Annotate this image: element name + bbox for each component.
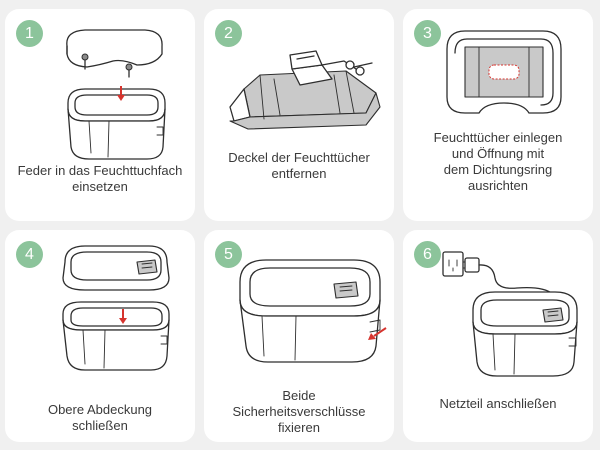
caption-line: ausrichten — [468, 178, 528, 193]
step-badge-1: 1 — [16, 20, 43, 47]
caption-line: Feuchttücher einlegen — [433, 130, 563, 145]
down-arrow-icon — [119, 309, 127, 324]
caption-line: Sicherheitsverschlüsse — [232, 404, 366, 419]
step-caption-3: Feuchttücher einlegen und Öffnung mit de… — [411, 130, 585, 194]
step-card-3: 3 Feuchttücher einlegen und Öffnung mit … — [403, 9, 593, 221]
caption-line: dem Dichtungsring — [443, 162, 553, 177]
step-caption-6: Netzteil anschließen — [411, 396, 585, 412]
caption-line: Obere Abdeckung — [47, 402, 153, 417]
caption-line: schließen — [72, 418, 128, 433]
wipes-pack-illustration — [229, 50, 381, 130]
step-caption-1: Feder in das Feuchttuchfach einsetzen — [13, 163, 187, 195]
caption-line: Netzteil anschließen — [439, 396, 557, 411]
step-card-4: 4 Obere Abdeckung schließen — [5, 230, 195, 442]
step-badge-6: 6 — [414, 241, 441, 268]
caption-line: Beide — [282, 388, 316, 403]
left-arrow-icon — [368, 327, 387, 340]
step-badge-5: 5 — [215, 241, 242, 268]
close-lid-illustration — [62, 245, 170, 371]
caption-line: und Öffnung mit — [451, 146, 545, 161]
plug-in-illustration — [442, 251, 578, 377]
spring-insert-illustration — [66, 29, 166, 160]
step-caption-2: Deckel der Feuchttücher entfernen — [212, 150, 386, 182]
caption-line: Deckel der Feuchttücher — [228, 150, 370, 165]
step-badge-2: 2 — [215, 20, 242, 47]
step-caption-4: Obere Abdeckung schließen — [13, 402, 187, 434]
step-card-2: 2 Deckel der Feuchttücher entfernen — [204, 9, 394, 221]
caption-line: Feder in das Feuchttuchfach — [17, 163, 183, 178]
down-arrow-icon — [117, 86, 125, 101]
step-card-1: 1 Feder in das Feuchttuchfach einsetzen — [5, 9, 195, 221]
caption-line: fixieren — [278, 420, 320, 435]
caption-line: einsetzen — [72, 179, 128, 194]
top-view-tray-illustration — [446, 30, 562, 114]
step-caption-5: Beide Sicherheitsverschlüsse fixieren — [212, 388, 386, 436]
caption-line: entfernen — [271, 166, 327, 181]
step-card-6: 6 Netzteil anschließen — [403, 230, 593, 442]
step-card-5: 5 Beide Sicherheitsverschlüsse fixieren — [204, 230, 394, 442]
lock-clips-illustration — [239, 259, 381, 363]
step-badge-3: 3 — [414, 20, 441, 47]
step-badge-4: 4 — [16, 241, 43, 268]
